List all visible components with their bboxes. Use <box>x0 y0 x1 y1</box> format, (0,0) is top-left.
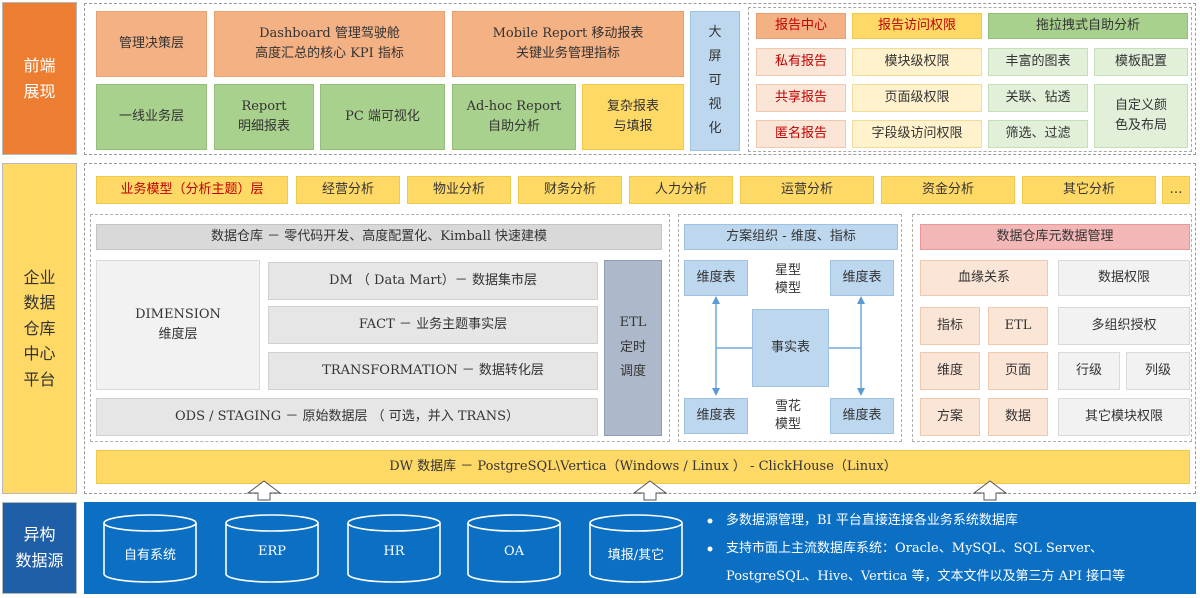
custom-color-layout: 自定义颜 色及布局 <box>1094 84 1188 148</box>
report-access-header: 报告访问权限 <box>852 13 982 39</box>
private-report: 私有报告 <box>756 48 846 76</box>
dashboard-box: Dashboard 管理驾驶舱 高度汇总的核心 KPI 指标 <box>214 11 445 77</box>
source-bullet: 支持市面上主流数据库系统：Oracle、MySQL、SQL Server、 <box>726 541 1104 556</box>
business-analysis-item: 人力分析 <box>629 176 733 204</box>
source-db: HR <box>383 544 405 559</box>
snowflake-model-label: 雪花 模型 <box>774 398 801 432</box>
business-analysis-item: 运营分析 <box>740 176 874 204</box>
dw-database-bar: DW 数据库 － PostgreSQL\Vertica（Windows / Li… <box>96 450 1190 484</box>
module-permission: 模块级权限 <box>852 48 982 76</box>
business-analysis-more: … <box>1162 176 1190 204</box>
source-db: 填报/其它 <box>607 548 665 563</box>
report-center-header: 报告中心 <box>756 13 846 39</box>
business-analysis-item: 物业分析 <box>407 176 511 204</box>
rich-charts: 丰富的图表 <box>988 48 1088 76</box>
bigscreen-box: 大 屏 可 视 化 <box>690 11 740 151</box>
transformation-layer: TRANSFORMATION － 数据转化层 <box>268 352 598 390</box>
template-config: 模板配置 <box>1094 48 1188 76</box>
business-analysis-item: 其它分析 <box>1022 176 1156 204</box>
link-drill: 关联、钻透 <box>988 84 1088 112</box>
page-permission: 页面级权限 <box>852 84 982 112</box>
layer-label-sources: 异构 数据源 <box>2 502 77 594</box>
filter: 筛选、过滤 <box>988 120 1088 148</box>
report-box: Report 明细报表 <box>214 84 314 150</box>
star-model-label: 星型 模型 <box>774 262 801 296</box>
meta-page: 页面 <box>988 352 1048 390</box>
mobile-report-box: Mobile Report 移动报表 关键业务管理指标 <box>452 11 684 77</box>
meta-data: 数据 <box>988 398 1048 436</box>
complex-report-box: 复杂报表 与填报 <box>582 84 684 150</box>
layer-label-frontend: 前端 展现 <box>2 2 77 155</box>
fact-layer: FACT － 业务主题事实层 <box>268 306 598 344</box>
dimension-table: 维度表 <box>684 260 748 296</box>
meta-scheme: 方案 <box>920 398 980 436</box>
anonymous-report: 匿名报告 <box>756 120 846 148</box>
ods-staging-layer: ODS / STAGING － 原始数据层 （ 可选，并入 TRANS） <box>96 398 598 436</box>
decision-layer: 管理决策层 <box>96 11 207 77</box>
dragdrop-header: 拖拉拽式自助分析 <box>988 13 1188 39</box>
source-bullet: 多数据源管理，BI 平台直接连接各业务系统数据库 <box>726 513 1018 528</box>
business-analysis-item: 经营分析 <box>296 176 400 204</box>
pc-visual-box: PC 端可视化 <box>320 84 445 150</box>
meta-metric: 指标 <box>920 307 980 345</box>
column-level: 列级 <box>1126 352 1190 390</box>
data-permission: 数据权限 <box>1058 260 1190 296</box>
field-permission: 字段级访问权限 <box>852 120 982 148</box>
business-analysis-item: 资金分析 <box>881 176 1015 204</box>
meta-etl: ETL <box>988 307 1048 345</box>
multi-org-auth: 多组织授权 <box>1058 307 1190 345</box>
source-db: ERP <box>257 544 287 559</box>
layer-label-warehouse: 企业 数据 仓库 中心 平台 <box>2 163 77 494</box>
meta-dimension: 维度 <box>920 352 980 390</box>
fact-table: 事实表 <box>752 309 829 387</box>
business-analysis-item: 财务分析 <box>518 176 622 204</box>
dw-title: 数据仓库 － 零代码开发、高度配置化、Kimball 快速建模 <box>96 224 662 250</box>
scheme-title: 方案组织 - 维度、指标 <box>684 224 898 250</box>
etl-schedule: ETL 定时 调度 <box>604 260 662 436</box>
row-level: 行级 <box>1058 352 1120 390</box>
metadata-title: 数据仓库元数据管理 <box>920 224 1190 250</box>
dm-layer: DM （ Data Mart）－ 数据集市层 <box>268 262 598 300</box>
lineage: 血缘关系 <box>920 260 1048 296</box>
other-module-permission: 其它模块权限 <box>1058 398 1190 436</box>
business-model-header: 业务模型（分析主题）层 <box>96 176 288 204</box>
source-bullet: PostgreSQL、Hive、Vertica 等，文本文件以及第三方 API … <box>726 569 1126 584</box>
source-db: 自有系统 <box>123 548 176 563</box>
dimension-table: 维度表 <box>830 260 894 296</box>
adhoc-box: Ad-hoc Report 自助分析 <box>452 84 576 150</box>
dimension-table: 维度表 <box>684 398 748 434</box>
frontline-layer: 一线业务层 <box>96 84 207 150</box>
shared-report: 共享报告 <box>756 84 846 112</box>
dimension-table: 维度表 <box>830 398 894 434</box>
dimension-layer: DIMENSION 维度层 <box>96 260 260 390</box>
source-db: OA <box>503 544 525 559</box>
